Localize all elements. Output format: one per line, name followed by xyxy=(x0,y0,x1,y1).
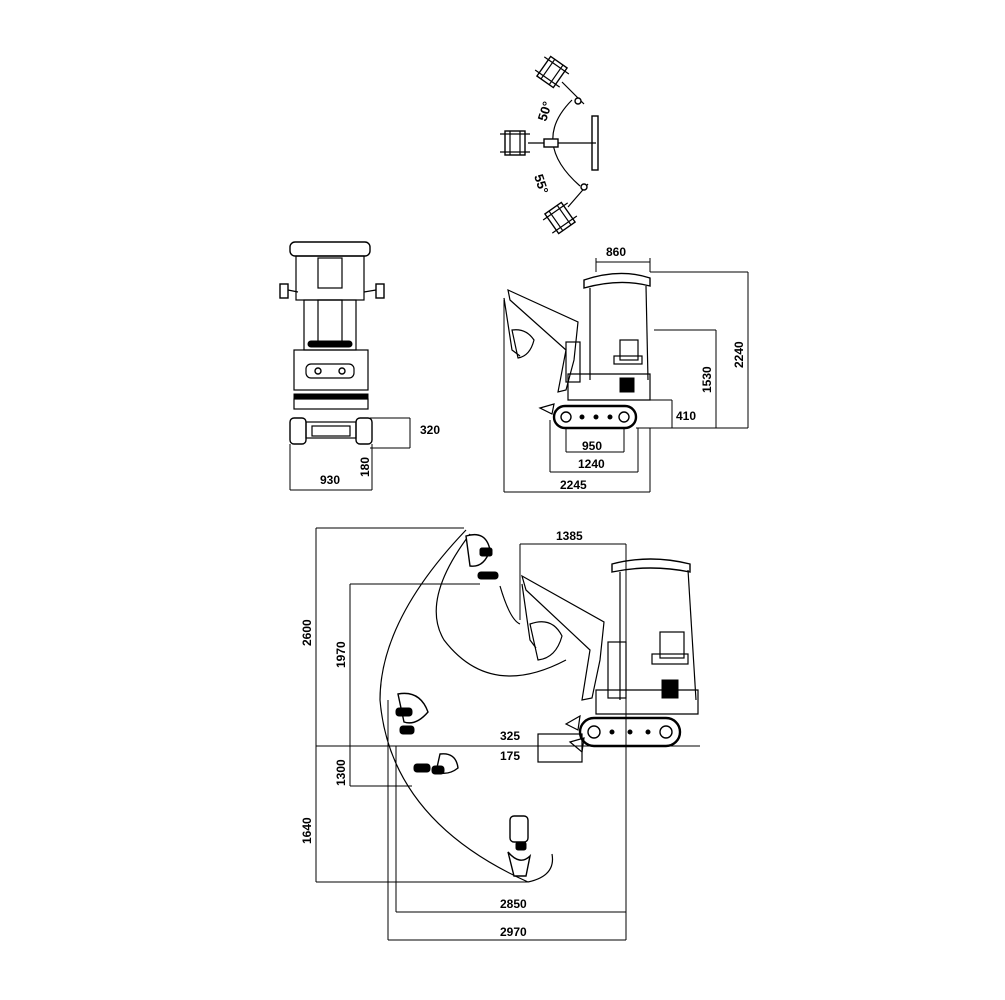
dim-blade-height: 320 xyxy=(370,417,440,449)
dim-max-dig-height: 2600 xyxy=(300,527,464,746)
angle-right-label: 55° xyxy=(531,172,551,195)
reach-envelope-outer xyxy=(379,529,529,883)
dim-rear-height: 1530 xyxy=(654,329,717,428)
reach-envelope-bottom xyxy=(527,853,554,883)
reach-envelope-upper xyxy=(435,533,567,677)
side-bucket xyxy=(511,329,535,359)
canopy-roof xyxy=(289,241,371,257)
dim-reach-ground-label: 2850 xyxy=(500,897,527,911)
dim-total-height: 2240 xyxy=(636,271,749,429)
dim-track-width: 930 xyxy=(289,444,373,491)
envelope-bucket-deep xyxy=(507,815,532,877)
swing-center-mount xyxy=(528,115,599,171)
bucket-left-swing-icon xyxy=(534,55,570,89)
dim-vertical-dig-depth: 1300 xyxy=(334,746,412,787)
envelope-bucket-low xyxy=(413,753,459,775)
front-track-right xyxy=(355,417,373,445)
dim-canopy-offset: 860 xyxy=(595,245,651,272)
dim-blade-height-label: 320 xyxy=(420,423,440,437)
dim-max-dig-height-label: 2600 xyxy=(300,619,314,646)
boom-swing-diagram: 50° 55° xyxy=(500,55,599,235)
envelope-bucket-top xyxy=(465,533,499,580)
dim-rear-height-label: 1530 xyxy=(700,366,714,393)
dim-max-reach-label: 2970 xyxy=(500,925,527,939)
working-excavator xyxy=(521,558,699,763)
dim-vertical-dig-depth-label: 1300 xyxy=(334,759,348,786)
dim-blade-drop-label: 180 xyxy=(358,457,372,477)
dim-total-height-label: 2240 xyxy=(732,341,746,368)
dim-max-dig-depth: 1640 xyxy=(300,746,528,883)
bucket-right-swing-icon xyxy=(542,201,578,235)
front-view-drawing: 320 930 180 xyxy=(279,241,440,491)
side-canopy-roof xyxy=(583,272,651,289)
working-range-diagram: 1385 2600 1970 325 175 1300 1640 xyxy=(300,527,700,941)
angle-left-label: 50° xyxy=(535,100,555,123)
dim-max-dig-depth-label: 1640 xyxy=(300,817,314,844)
front-track-left xyxy=(289,417,307,445)
mirror-right xyxy=(375,283,385,299)
dim-rear-radius: 410 xyxy=(650,399,696,428)
reach-envelope-inner xyxy=(499,585,521,625)
dim-max-dump-height-label: 1970 xyxy=(334,641,348,668)
dim-transport-length-label: 2245 xyxy=(560,478,587,492)
dim-blade-dig-label: 175 xyxy=(500,749,520,763)
working-bucket xyxy=(529,621,563,661)
dim-max-reach: 2970 xyxy=(387,700,626,941)
dim-track-gauge-label: 950 xyxy=(582,439,602,453)
dim-canopy-offset-label: 860 xyxy=(606,245,626,259)
side-boom xyxy=(507,288,579,393)
side-view-drawing: 860 2240 1530 410 950 xyxy=(503,245,749,493)
dim-track-length: 1240 xyxy=(549,420,639,473)
dim-track-gauge: 950 xyxy=(565,428,625,453)
dim-transport-length: 2245 xyxy=(503,300,651,493)
dim-track-length-label: 1240 xyxy=(578,457,605,471)
working-canopy xyxy=(611,558,691,573)
dim-min-swing-label: 1385 xyxy=(556,529,583,543)
working-boom xyxy=(521,574,605,701)
dim-blade-lift-label: 325 xyxy=(500,729,520,743)
mirror-left xyxy=(279,283,289,299)
bucket-center-icon xyxy=(500,130,530,156)
dim-reach-ground: 2850 xyxy=(395,746,626,913)
side-blade xyxy=(538,403,555,415)
dim-rear-radius-label: 410 xyxy=(676,409,696,423)
envelope-bucket-mid xyxy=(395,692,429,735)
dim-track-width-label: 930 xyxy=(320,473,340,487)
dim-max-dump-height: 1970 xyxy=(334,583,480,746)
dim-min-swing: 1385 xyxy=(519,529,627,940)
